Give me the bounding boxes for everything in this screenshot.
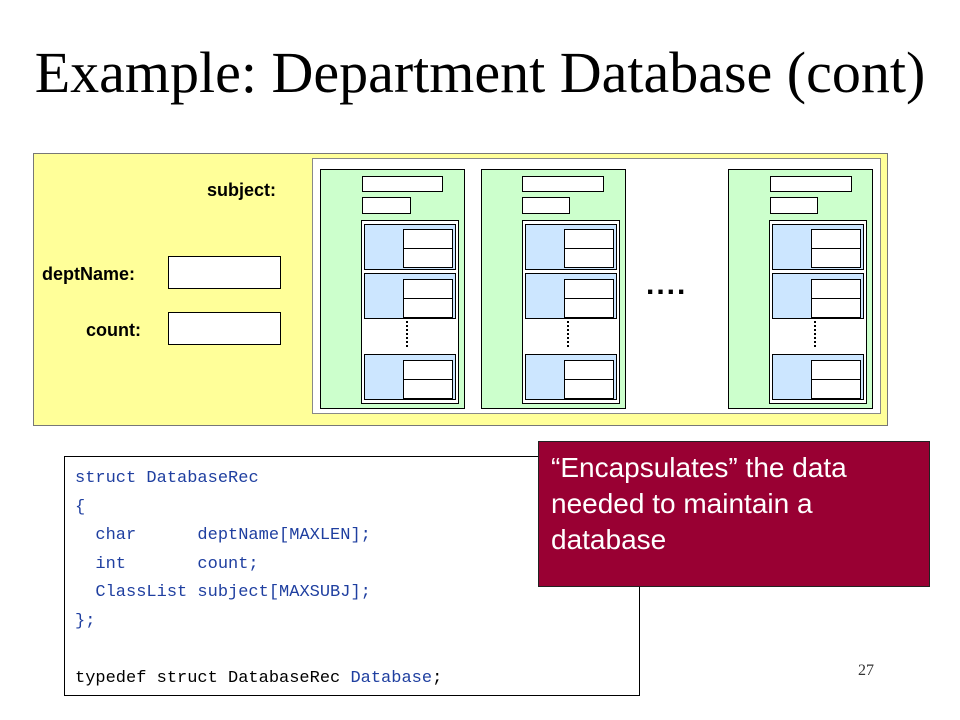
class-cell — [772, 354, 864, 400]
subject-count-field — [522, 197, 570, 214]
subject-record — [320, 169, 465, 409]
class-field — [403, 229, 453, 249]
code-token: char — [75, 526, 198, 546]
code-line: struct DatabaseRec — [75, 465, 629, 494]
class-field — [403, 360, 453, 380]
code-token: struct — [75, 469, 147, 488]
code-token: int — [75, 554, 198, 574]
code-line — [75, 637, 629, 666]
code-token: typedef struct DatabaseRec — [75, 669, 351, 689]
deptname-label: deptName: — [42, 264, 136, 284]
class-field — [403, 248, 453, 268]
more-classes-dots — [814, 321, 816, 347]
subject-count-field — [362, 197, 411, 214]
class-cell — [364, 273, 456, 319]
more-subjects-ellipsis: .... — [646, 268, 688, 301]
subject-count-field — [770, 197, 818, 214]
class-field — [564, 248, 614, 268]
more-classes-dots — [406, 321, 408, 347]
code-token: ; — [432, 669, 443, 689]
class-field — [403, 298, 453, 318]
count-field — [168, 312, 281, 345]
class-field — [811, 360, 861, 380]
class-field — [811, 279, 861, 299]
code-line: }; — [75, 608, 629, 637]
class-field — [564, 379, 614, 399]
code-line: ClassList subject[MAXSUBJ]; — [75, 579, 629, 608]
subject-label: subject: — [207, 180, 277, 200]
code-token: subject[MAXSUBJ]; — [197, 583, 371, 603]
code-token: deptName[MAXLEN]; — [197, 526, 371, 546]
more-classes-dots — [567, 321, 569, 347]
class-field — [811, 229, 861, 249]
subject-record — [481, 169, 626, 409]
class-cell — [772, 273, 864, 319]
deptname-field — [168, 256, 281, 289]
code-token: { — [75, 497, 86, 517]
class-field — [564, 229, 614, 249]
code-token: ClassList — [75, 583, 198, 603]
code-line: typedef struct DatabaseRec Database; — [75, 665, 629, 694]
class-field — [811, 248, 861, 268]
page-number: 27 — [858, 662, 874, 679]
subject-name-field — [362, 176, 443, 192]
code-line: char deptName[MAXLEN]; — [75, 522, 629, 551]
class-list — [522, 220, 620, 404]
class-cell — [525, 354, 617, 400]
class-cell — [525, 273, 617, 319]
class-field — [811, 298, 861, 318]
subject-name-field — [522, 176, 604, 192]
subject-record — [728, 169, 873, 409]
class-field — [403, 279, 453, 299]
class-list — [361, 220, 459, 404]
code-line: int count; — [75, 551, 629, 580]
class-cell — [364, 354, 456, 400]
code-token: count; — [197, 554, 259, 574]
slide-title: Example: Department Database (cont) — [34, 40, 926, 105]
class-list — [769, 220, 867, 404]
class-field — [564, 279, 614, 299]
encapsulates-callout: “Encapsulates” the data needed to mainta… — [538, 441, 930, 587]
code-token: DatabaseRec — [146, 469, 259, 488]
code-token: }; — [75, 611, 96, 631]
class-field — [564, 298, 614, 318]
class-cell — [772, 224, 864, 270]
class-cell — [525, 224, 617, 270]
count-label: count: — [86, 320, 141, 340]
class-cell — [364, 224, 456, 270]
code-line: { — [75, 494, 629, 523]
class-field — [403, 379, 453, 399]
code-token: Database — [350, 669, 433, 689]
subject-name-field — [770, 176, 852, 192]
class-field — [811, 379, 861, 399]
class-field — [564, 360, 614, 380]
